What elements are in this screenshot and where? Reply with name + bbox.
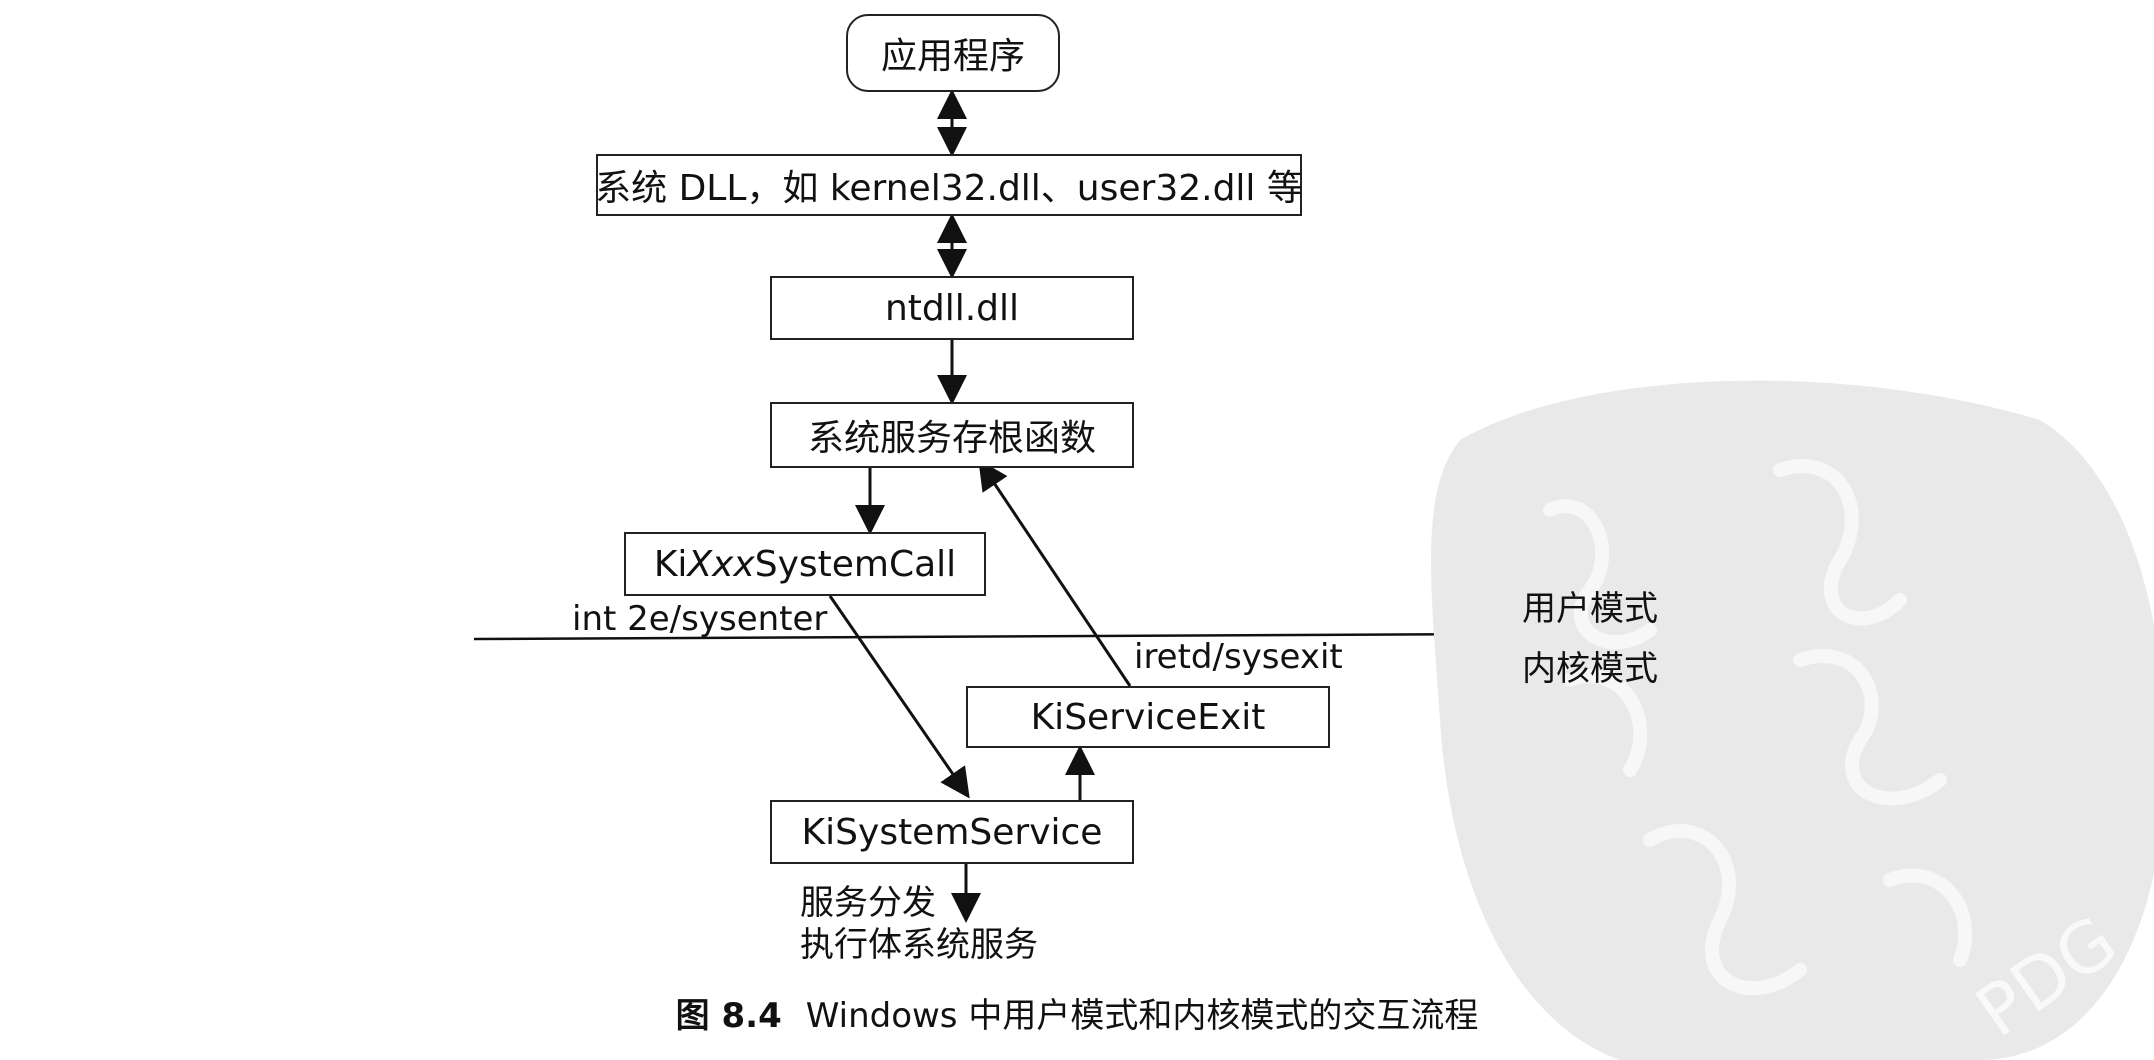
- figure-number: 图 8.4: [675, 996, 782, 1036]
- label-int2e-sysenter: int 2e/sysenter: [572, 599, 828, 639]
- node-ntdll: ntdll.dll: [770, 276, 1134, 340]
- kisyscall-italic: Xxx: [687, 543, 755, 585]
- figure-title: Windows 中用户模式和内核模式的交互流程: [805, 996, 1479, 1036]
- node-kisystemservice: KiSystemService: [770, 800, 1134, 864]
- figure-caption: 图 8.4 Windows 中用户模式和内核模式的交互流程: [0, 988, 2154, 1037]
- arrow-kisyscall-kisystemservice: [828, 595, 970, 799]
- node-system-dll: 系统 DLL，如 kernel32.dll、user32.dll 等: [595, 154, 1303, 216]
- node-application: 应用程序: [846, 14, 1060, 92]
- kisyscall-prefix: Ki: [653, 543, 688, 585]
- node-system-service-stub: 系统服务存根函数: [770, 402, 1134, 468]
- node-kiserviceexit: KiServiceExit: [966, 686, 1330, 748]
- kisyscall-suffix: SystemCall: [754, 543, 957, 585]
- watermark-seal: PDG: [1431, 380, 2154, 1060]
- label-kernel-mode: 内核模式: [1522, 649, 1658, 689]
- label-user-mode: 用户模式: [1522, 589, 1658, 629]
- label-executive-services: 执行体系统服务: [800, 925, 1038, 965]
- label-iretd-sysexit: iretd/sysexit: [1134, 637, 1343, 677]
- label-service-dispatch: 服务分发: [800, 883, 936, 923]
- arrow-kiserviceexit-stub: [978, 459, 1132, 687]
